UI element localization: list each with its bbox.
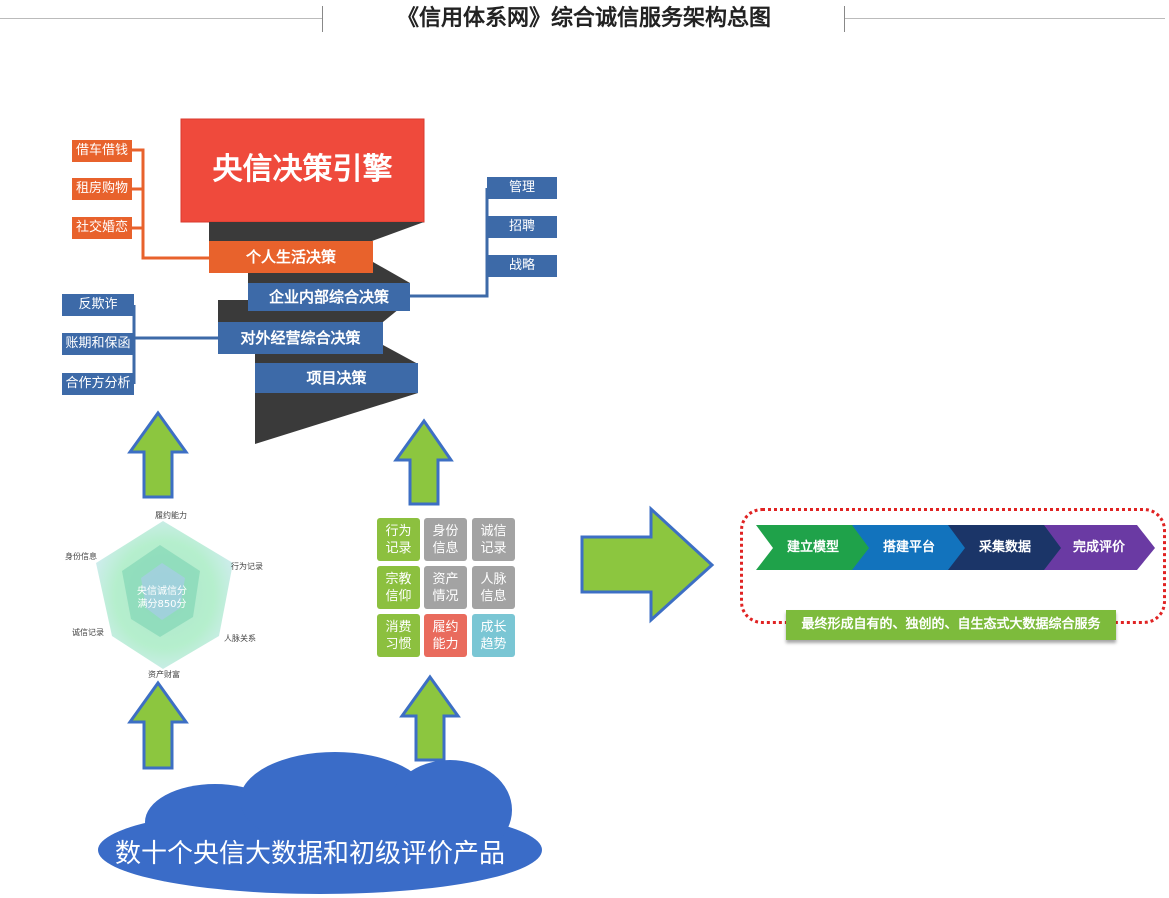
arrow-up-radar-bottom	[127, 680, 189, 770]
ribbon-fold-5	[255, 393, 418, 444]
personal-item-borrow: 借车借钱	[72, 140, 132, 162]
decision-external: 对外经营综合决策	[218, 322, 383, 354]
internal-item-recruit: 招聘	[487, 216, 557, 238]
arrow-up-grid-bottom	[399, 674, 461, 762]
grid-cell-4: 宗教信仰	[377, 566, 420, 609]
personal-item-social: 社交婚恋	[72, 217, 132, 239]
page-title: 《信用体系网》综合诚信服务架构总图	[396, 6, 771, 31]
external-connector	[132, 305, 218, 340]
grid-cell-7: 消费习惯	[377, 614, 420, 657]
header-tick-left	[322, 6, 323, 32]
grid-cell-5: 资产情况	[424, 566, 467, 609]
arrow-right-big	[580, 505, 715, 624]
grid-cell-3: 诚信记录	[472, 518, 515, 561]
grid-cell-1: 行为记录	[377, 518, 420, 561]
arrow-up-radar-top	[127, 410, 189, 499]
external-item-partner: 合作方分析	[62, 373, 134, 395]
grid-cell-8: 履约能力	[424, 614, 467, 657]
cloud-shape	[98, 752, 542, 894]
header-rule-right	[845, 18, 1165, 19]
external-item-terms: 账期和保函	[62, 333, 134, 355]
grid-cell-9: 成长趋势	[472, 614, 515, 657]
decision-project: 项目决策	[255, 363, 418, 393]
radar-chart	[96, 521, 233, 669]
radar-label-bottom: 资产财富	[148, 670, 180, 679]
radar-inner	[141, 563, 185, 620]
decision-personal: 个人生活决策	[209, 241, 373, 273]
engine-title: 央信决策引擎	[212, 152, 393, 187]
chevron-build-platform	[852, 525, 967, 570]
final-result-bar: 最终形成自有的、独创的、自生态式大数据综合服务	[786, 610, 1116, 640]
external-item-antifraud: 反欺诈	[62, 294, 134, 316]
radar-label-bottom-right: 人脉关系	[224, 634, 256, 643]
chevron-complete-eval	[1044, 525, 1155, 570]
radar-center-line2: 满分850分	[137, 599, 187, 610]
cloud-text: 数十个央信大数据和初级评价产品	[114, 839, 505, 869]
internal-item-management: 管理	[487, 177, 557, 199]
personal-connector	[132, 148, 209, 260]
radar-label-left-top: 身份信息	[65, 552, 97, 561]
header-tick-right	[844, 6, 845, 32]
header-rule-left	[0, 18, 322, 19]
ribbon-fold-1	[209, 222, 424, 241]
engine-block	[181, 119, 424, 222]
radar-label-top: 履约能力	[155, 511, 187, 520]
step-complete-eval: 完成评价	[1072, 540, 1125, 555]
chevron-collect-data	[948, 525, 1063, 570]
chevron-build-model	[756, 525, 871, 570]
radar-label-right: 行为记录	[231, 562, 263, 571]
decision-enterprise-internal: 企业内部综合决策	[248, 283, 410, 311]
grid-cell-6: 人脉信息	[472, 566, 515, 609]
step-build-model: 建立模型	[786, 540, 839, 555]
step-collect-data: 采集数据	[978, 540, 1031, 555]
grid-cell-2: 身份信息	[424, 518, 467, 561]
process-frame	[740, 508, 1166, 624]
radar-label-left-bottom: 诚信记录	[72, 628, 104, 637]
internal-item-strategy: 战略	[487, 255, 557, 277]
radar-center-line1: 央信诚信分	[137, 586, 187, 597]
step-build-platform: 搭建平台	[882, 540, 935, 555]
arrow-up-grid-top	[393, 418, 454, 506]
personal-item-rent-shop: 租房购物	[72, 178, 132, 200]
